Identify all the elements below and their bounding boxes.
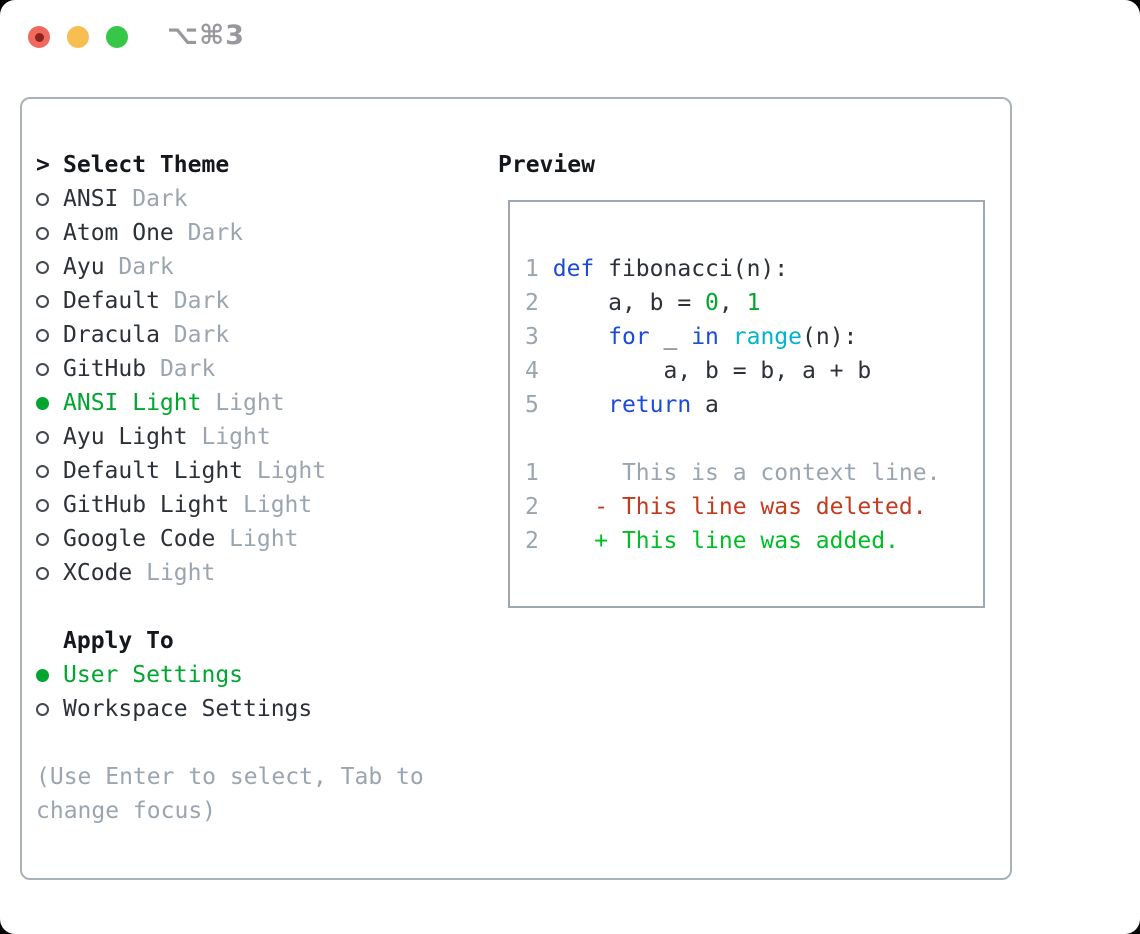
theme-name: Ayu xyxy=(63,254,105,280)
code-line: 5 return a xyxy=(525,392,719,418)
line-number: 2 xyxy=(525,528,539,554)
window-title: ⌥⌘3 xyxy=(167,20,245,51)
radio-icon xyxy=(36,668,49,682)
line-number: 4 xyxy=(525,358,539,384)
help-text: (Use Enter to select, Tab to xyxy=(36,764,424,790)
radio-icon xyxy=(36,260,49,274)
theme-variant: Dark xyxy=(173,220,244,246)
apply-option-label: Workspace Settings xyxy=(63,696,313,722)
radio-icon xyxy=(36,566,49,580)
theme-variant: Dark xyxy=(104,254,174,280)
theme-name: Atom One xyxy=(63,220,174,246)
theme-option-github[interactable]: GitHub Dark xyxy=(36,352,424,386)
minimize-button[interactable] xyxy=(67,26,89,48)
line-number: 3 xyxy=(525,324,539,350)
apply-to-header: Apply To xyxy=(36,624,424,658)
radio-icon xyxy=(36,192,49,206)
radio-icon xyxy=(36,498,49,512)
apply-option-user-settings[interactable]: User Settings xyxy=(36,658,424,692)
code-line xyxy=(525,422,940,456)
code-line: 2 - This line was deleted. xyxy=(525,494,927,520)
theme-variant: Dark xyxy=(146,356,216,382)
code-line: 1 def fibonacci(n): xyxy=(525,256,789,282)
theme-name: XCode xyxy=(63,560,133,586)
theme-option-xcode[interactable]: XCode Light xyxy=(36,556,424,590)
selection-prompt-icon: > xyxy=(36,152,50,178)
theme-variant: Light xyxy=(201,390,285,416)
line-number: 2 xyxy=(525,494,539,520)
apply-to-header-label: Apply To xyxy=(63,628,174,654)
theme-name: Dracula xyxy=(63,322,160,348)
theme-option-ansi[interactable]: ANSI Dark xyxy=(36,182,424,216)
theme-name: ANSI xyxy=(63,186,119,212)
theme-option-default[interactable]: Default Dark xyxy=(36,284,424,318)
theme-option-github-light[interactable]: GitHub Light Light xyxy=(36,488,424,522)
zoom-button[interactable] xyxy=(106,26,128,48)
theme-option-ayu-light[interactable]: Ayu Light Light xyxy=(36,420,424,454)
radio-icon xyxy=(36,328,49,342)
gap xyxy=(36,590,424,624)
theme-variant: Light xyxy=(215,526,299,552)
preview-title: Preview xyxy=(498,152,595,178)
radio-icon xyxy=(36,464,49,478)
help-text: change focus) xyxy=(36,798,217,824)
radio-icon xyxy=(36,396,49,410)
theme-option-google-code[interactable]: Google Code Light xyxy=(36,522,424,556)
theme-variant: Light xyxy=(132,560,216,586)
line-number: 5 xyxy=(525,392,539,418)
radio-icon xyxy=(36,430,49,444)
code-line: 2 + This line was added. xyxy=(525,528,899,554)
close-button[interactable] xyxy=(28,26,50,48)
theme-option-ansi-light[interactable]: ANSI Light Light xyxy=(36,386,424,420)
theme-name: GitHub xyxy=(63,356,147,382)
theme-variant: Light xyxy=(243,458,327,484)
apply-option-workspace-settings[interactable]: Workspace Settings xyxy=(36,692,424,726)
theme-option-ayu[interactable]: Ayu Dark xyxy=(36,250,424,284)
theme-name: ANSI Light xyxy=(63,390,202,416)
line-number: 1 xyxy=(525,460,539,486)
code-line: 2 a, b = 0, 1 xyxy=(525,290,761,316)
radio-icon xyxy=(36,294,49,308)
theme-name: Default xyxy=(63,288,160,314)
theme-variant: Dark xyxy=(159,288,230,314)
code-line: 1 This is a context line. xyxy=(525,460,941,486)
theme-name: Ayu Light xyxy=(63,424,188,450)
apply-option-label: User Settings xyxy=(63,662,244,688)
radio-icon xyxy=(36,702,49,716)
line-number: 1 xyxy=(525,256,539,282)
theme-name: GitHub Light xyxy=(63,492,230,518)
theme-option-atom-one[interactable]: Atom One Dark xyxy=(36,216,424,250)
radio-icon xyxy=(36,532,49,546)
theme-option-default-light[interactable]: Default Light Light xyxy=(36,454,424,488)
line-number: 2 xyxy=(525,290,539,316)
close-dot-icon xyxy=(34,32,44,42)
theme-option-dracula[interactable]: Dracula Dark xyxy=(36,318,424,352)
code-line: 4 a, b = b, a + b xyxy=(525,358,872,384)
theme-variant: Light xyxy=(187,424,271,450)
theme-list-header-label: Select Theme xyxy=(63,152,230,178)
preview-code: 1 def fibonacci(n): 2 a, b = 0, 1 3 for _ … xyxy=(525,252,940,558)
theme-name: Google Code xyxy=(63,526,216,552)
preview-box: 1 def fibonacci(n): 2 a, b = 0, 1 3 for _ … xyxy=(508,200,985,608)
code-line: 3 for _ in range(n): xyxy=(525,324,858,350)
radio-icon xyxy=(36,362,49,376)
theme-list-header: > Select Theme xyxy=(36,148,424,182)
theme-variant: Dark xyxy=(159,322,230,348)
theme-name: Default Light xyxy=(63,458,244,484)
theme-variant: Dark xyxy=(118,186,188,212)
gap xyxy=(36,726,424,760)
radio-icon xyxy=(36,226,49,240)
theme-variant: Light xyxy=(229,492,313,518)
